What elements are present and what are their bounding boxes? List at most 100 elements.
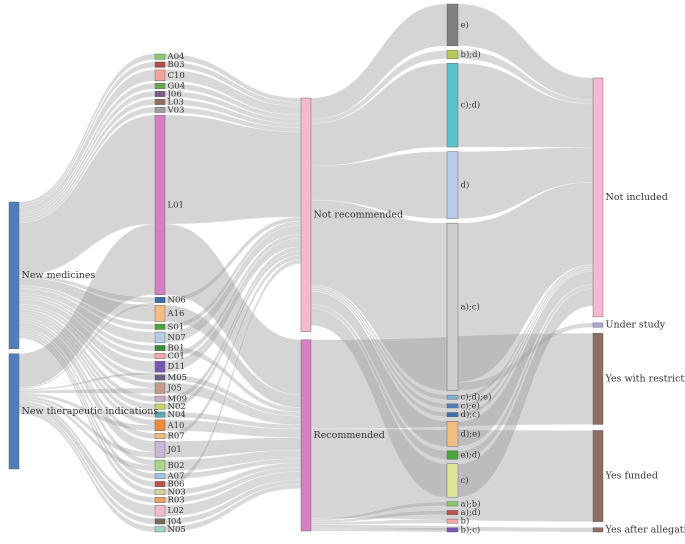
label-c01: C01 — [168, 352, 185, 362]
node-e[interactable] — [446, 3, 459, 47]
node-n05[interactable] — [154, 526, 166, 533]
label-d11: D11 — [168, 362, 186, 372]
label-n05: N05 — [168, 525, 186, 535]
node-new-therapeutic-indications[interactable] — [8, 353, 20, 470]
label-under-study: Under study — [606, 320, 666, 331]
label-l01: L01 — [168, 200, 184, 210]
node-b03[interactable] — [154, 61, 166, 68]
node-m05[interactable] — [154, 374, 166, 381]
node-l02[interactable] — [154, 505, 166, 517]
label-a10: A10 — [167, 421, 185, 431]
label-n02: N02 — [168, 402, 186, 412]
node-s01[interactable] — [154, 323, 166, 330]
node-a-b[interactable] — [446, 501, 459, 507]
label-l03: L03 — [168, 97, 184, 107]
node-n03[interactable] — [154, 489, 166, 495]
node-not-included[interactable] — [592, 77, 604, 318]
node-e-d[interactable] — [446, 450, 459, 460]
label-c-d: c);d) — [461, 100, 481, 111]
label-d-c: d);c) — [461, 409, 481, 420]
node-not-recommended[interactable] — [300, 97, 312, 332]
node-a16[interactable] — [154, 305, 166, 322]
node-n04[interactable] — [154, 411, 166, 418]
node-r03[interactable] — [154, 497, 166, 503]
node-j06[interactable] — [154, 91, 166, 97]
node-b[interactable] — [446, 518, 459, 524]
label-j05: J05 — [167, 384, 182, 394]
label-c10: C10 — [168, 71, 185, 81]
label-not-included: Not included — [606, 192, 668, 203]
node-c-e[interactable] — [446, 403, 459, 409]
node-r07[interactable] — [154, 433, 166, 439]
node-b01[interactable] — [154, 345, 166, 352]
label-e: e) — [461, 19, 469, 30]
node-b-d[interactable] — [446, 50, 459, 59]
label-m05: M05 — [168, 373, 188, 383]
label-d: d) — [461, 180, 470, 191]
label-s01: S01 — [168, 322, 185, 332]
label-m09: M09 — [168, 394, 188, 404]
node-j05[interactable] — [154, 382, 166, 394]
node-a07[interactable] — [154, 473, 166, 480]
label-a-c: a);c) — [461, 301, 480, 312]
label-new-therapeutic-indications: New therapeutic indications — [22, 406, 159, 417]
node-a-c[interactable] — [446, 222, 459, 391]
node-a04[interactable] — [154, 53, 166, 60]
node-j01[interactable] — [154, 441, 166, 458]
label-a-b: a);b) — [461, 498, 481, 509]
node-l03[interactable] — [154, 98, 166, 105]
label-not-recommended: Not recommended — [314, 209, 404, 220]
node-recommended[interactable] — [300, 339, 312, 532]
label-a-d: a);d) — [461, 507, 481, 518]
label-l02: L02 — [168, 506, 184, 516]
label-n03: N03 — [168, 488, 186, 498]
node-n06[interactable] — [154, 297, 166, 303]
node-c10[interactable] — [154, 69, 166, 81]
label-n07: N07 — [168, 333, 186, 343]
label-c-d-e: c);d);e) — [461, 392, 492, 403]
label-yes-funded: Yes funded — [605, 471, 659, 482]
node-b-c[interactable] — [446, 527, 459, 533]
node-yes-funded[interactable] — [592, 430, 604, 522]
node-c-d[interactable] — [446, 63, 459, 148]
node-b02[interactable] — [154, 459, 166, 472]
node-c[interactable] — [446, 463, 459, 498]
node-d[interactable] — [446, 151, 459, 219]
label-e-d: e);d) — [461, 450, 481, 461]
label-b: b) — [461, 516, 470, 527]
label-a07: A07 — [167, 472, 185, 482]
node-v03[interactable] — [154, 106, 166, 113]
node-a-d[interactable] — [446, 510, 459, 515]
label-j01: J01 — [167, 445, 182, 455]
node-n02[interactable] — [154, 403, 166, 410]
node-c-d-e[interactable] — [446, 394, 459, 400]
node-n07[interactable] — [154, 331, 166, 344]
label-c-e: c);e) — [461, 400, 480, 411]
label-n06: N06 — [168, 296, 186, 306]
label-j04: J04 — [167, 517, 182, 527]
node-a10[interactable] — [154, 419, 166, 431]
node-d-e[interactable] — [446, 421, 459, 447]
link-l01-to-not-recommended — [164, 114, 302, 225]
label-b-c: b);c) — [461, 524, 481, 535]
label-b03: B03 — [168, 60, 185, 70]
label-r03: R03 — [168, 495, 185, 505]
label-a16: A16 — [167, 309, 185, 319]
node-c01[interactable] — [154, 353, 166, 359]
node-yes-with-restrictions[interactable] — [592, 333, 604, 425]
node-d11[interactable] — [154, 361, 166, 373]
node-b06[interactable] — [154, 481, 166, 488]
link-not-recommended-to-a-c — [310, 199, 448, 391]
label-recommended: Recommended — [314, 430, 385, 441]
node-g04[interactable] — [154, 83, 166, 89]
label-b06: B06 — [168, 480, 185, 490]
node-m09[interactable] — [154, 395, 166, 402]
label-c: c) — [461, 475, 469, 486]
label-b01: B01 — [168, 344, 185, 354]
node-j04[interactable] — [154, 518, 166, 525]
node-yes-after-allegations[interactable] — [592, 527, 604, 533]
node-new-medicines[interactable] — [8, 201, 20, 349]
node-under-study[interactable] — [592, 322, 604, 328]
node-l01[interactable] — [154, 114, 166, 295]
node-d-c[interactable] — [446, 412, 459, 417]
